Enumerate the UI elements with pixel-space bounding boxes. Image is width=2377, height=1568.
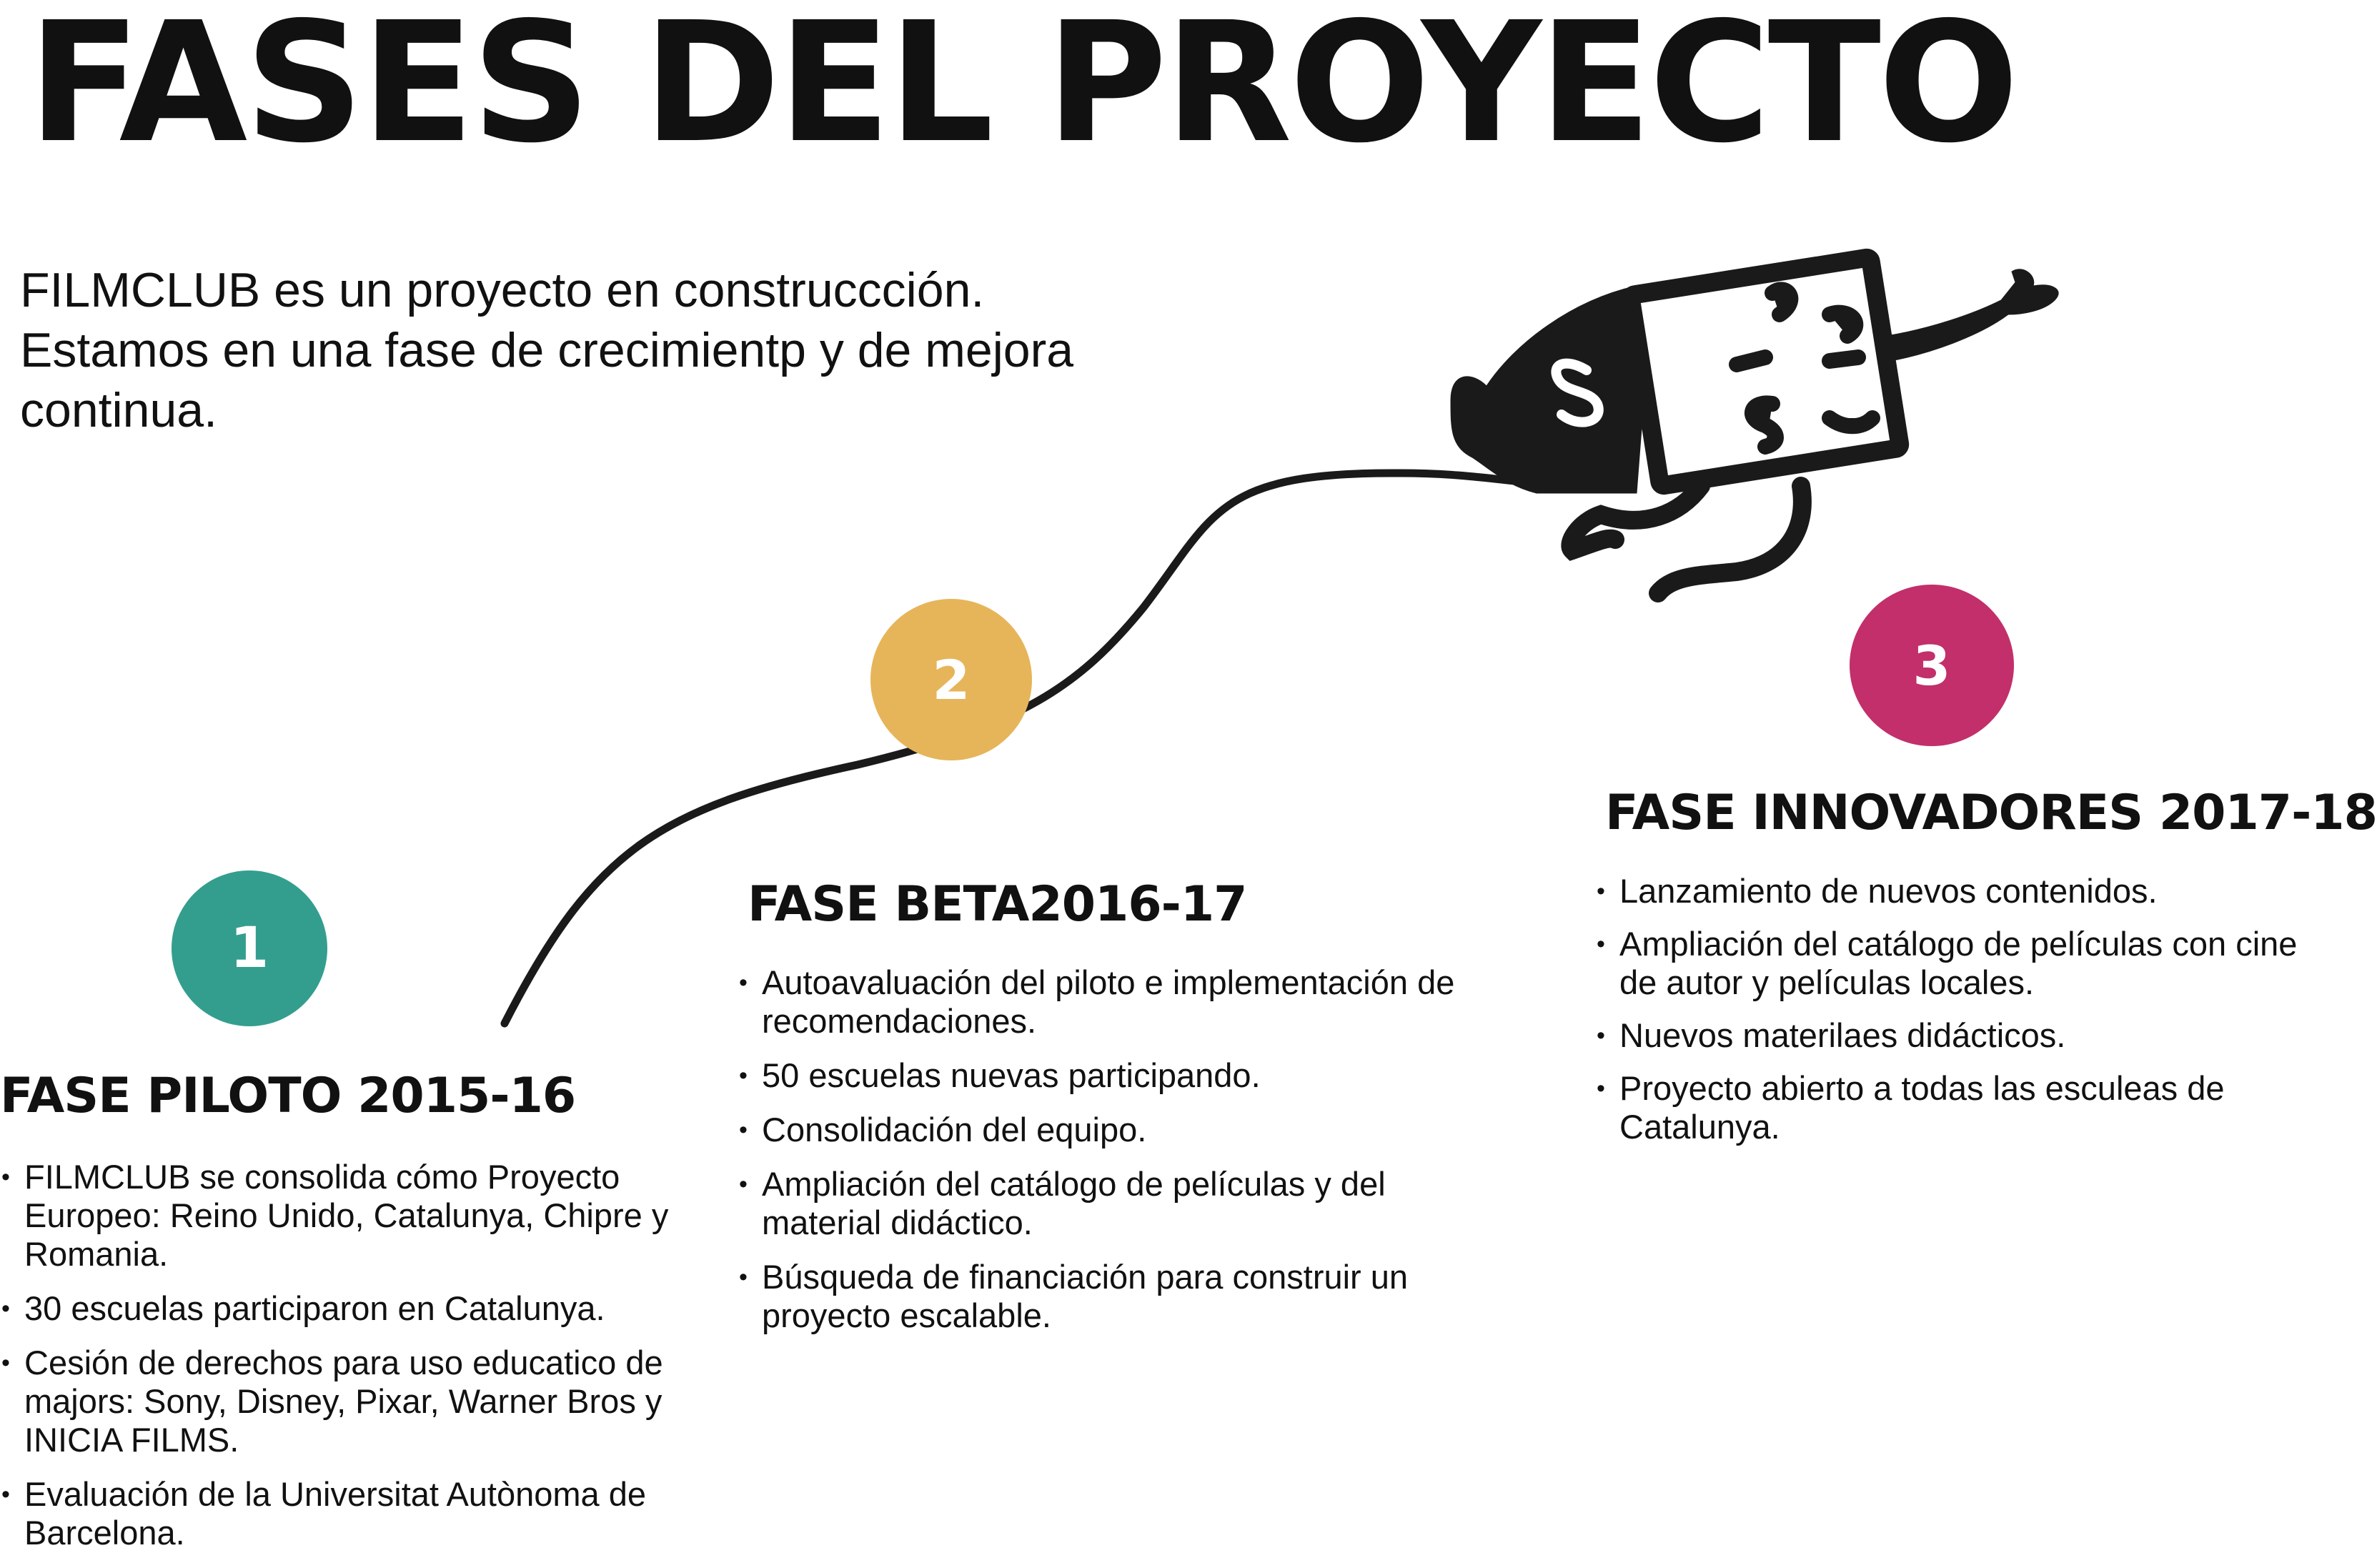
mascot-face (1729, 282, 1880, 455)
intro-line-1: FILMCLUB es un proyecto en construccción… (20, 263, 985, 317)
phase-2-number: 2 (932, 647, 971, 712)
intro-text: FILMCLUB es un proyecto en construccción… (20, 260, 1235, 440)
mascot-leg-left (1561, 477, 1710, 561)
list-item: Consolidación del equipo. (738, 1111, 1495, 1149)
phase-1-badge: 1 (172, 870, 327, 1026)
intro-line-3: continua. (20, 383, 217, 437)
list-item: Proyecto abierto a todas las esculeas de… (1595, 1069, 2324, 1146)
list-item: 50 escuelas nuevas participando. (738, 1056, 1495, 1095)
phase-2-badge: 2 (870, 599, 1032, 760)
list-item: Ampliación del catálogo de películas y d… (738, 1165, 1495, 1242)
page-title: FASES DEL PROYECTO (27, 0, 2019, 179)
mascot-leg-right (1649, 477, 1812, 602)
list-item: Cesión de derechos para uso educatico de… (0, 1344, 686, 1459)
mascot-s-letter (1551, 358, 1604, 427)
phase-2-list: Autoavaluación del piloto e implementaci… (738, 963, 1495, 1351)
phase-1-number: 1 (229, 916, 269, 981)
mascot-frame (1621, 248, 1910, 495)
list-item: Autoavaluación del piloto e implementaci… (738, 963, 1495, 1041)
phase-3-list: Lanzamiento de nuevos contenidos. Amplia… (1595, 872, 2324, 1161)
list-item: Lanzamiento de nuevos contenidos. (1595, 872, 2324, 910)
intro-line-2: Estamos en una fase de crecimientp y de … (20, 323, 1074, 377)
list-item: Ampliación del catálogo de películas con… (1595, 925, 2324, 1002)
list-item: 30 escuelas participaron en Catalunya. (0, 1289, 686, 1328)
mascot-body-top (1486, 285, 1644, 387)
phase-3-badge: 3 (1850, 585, 2014, 746)
list-item: FILMCLUB se consolida cómo Proyecto Euro… (0, 1158, 686, 1274)
phase-2-title: FASE BETA2016-17 (748, 876, 1247, 933)
phase-1-title: FASE PILOTO 2015-16 (0, 1068, 576, 1124)
progress-path (500, 469, 1548, 1028)
phase-3-number: 3 (1912, 633, 1951, 698)
filmclub-film-mascot-icon (1450, 248, 2059, 602)
phase-1-list: FILMCLUB se consolida cómo Proyecto Euro… (0, 1158, 686, 1568)
list-item: Nuevos materilaes didácticos. (1595, 1016, 2324, 1055)
phase-3-title: FASE INNOVADORES 2017-18 (1605, 785, 2377, 841)
list-item: Evaluación de la Universitat Autònoma de… (0, 1475, 686, 1552)
list-item: Búsqueda de financiación para construir … (738, 1258, 1495, 1335)
mascot-body (1450, 285, 1652, 494)
mascot-arm (1886, 269, 2059, 362)
